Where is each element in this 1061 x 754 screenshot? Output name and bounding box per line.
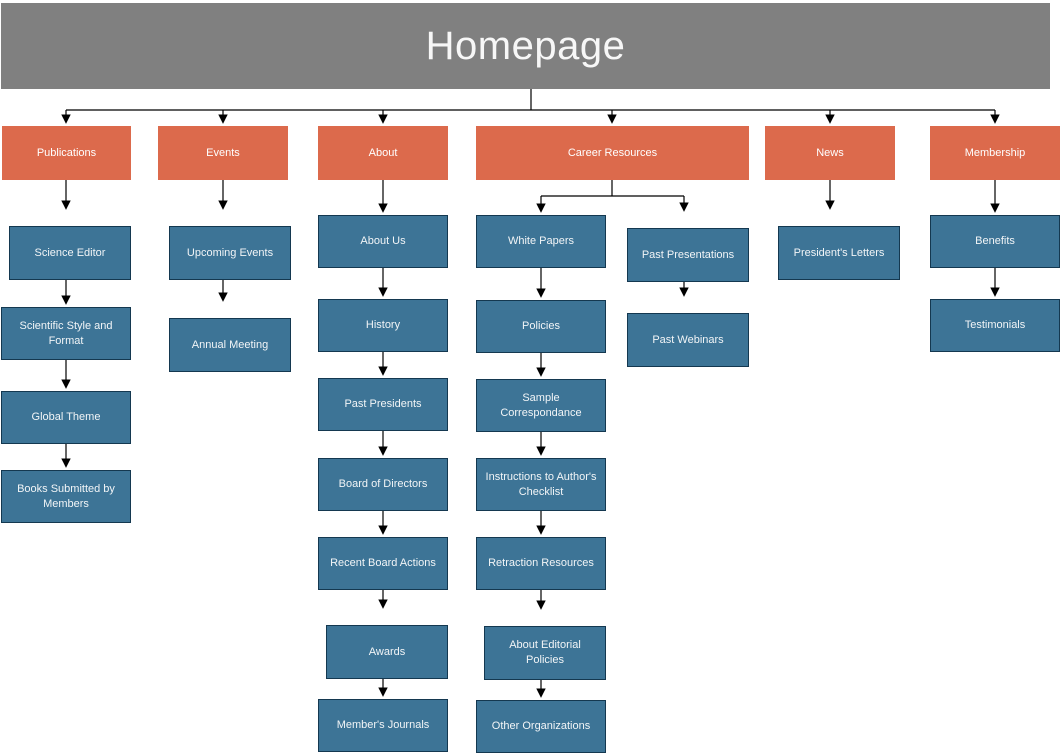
node-presidents-letters[interactable]: President's Letters	[770, 212, 900, 280]
node-label: White Papers	[507, 235, 575, 248]
node-label: Awards	[368, 645, 406, 658]
node-past-webinars[interactable]: Past Webinars	[619, 299, 749, 367]
branch-node-news[interactable]: News	[765, 126, 895, 180]
node-label: Past Presentations	[641, 248, 735, 261]
node-label: Recent Board Actions	[330, 557, 436, 570]
branch-label: Career Resources	[567, 147, 658, 159]
branch-label: Membership	[964, 147, 1026, 159]
node-awards[interactable]: Awards	[318, 611, 448, 679]
node-label: Global Theme	[31, 411, 101, 424]
node-sample-correspondance[interactable]: Sample Correspondance	[476, 379, 606, 432]
node-label: About Us	[360, 235, 406, 248]
branch-label: News	[816, 147, 844, 159]
node-label: Retraction Resources	[488, 557, 594, 570]
branch-node-membership[interactable]: Membership	[930, 126, 1060, 180]
branch-label: Events	[206, 147, 240, 159]
node-instructions-to-authors-checklist[interactable]: Instructions to Author's Checklist	[476, 458, 606, 511]
node-global-theme[interactable]: Global Theme	[1, 391, 131, 444]
node-members-journals[interactable]: Member's Journals	[318, 699, 448, 752]
node-label: Past Presidents	[344, 398, 422, 411]
node-other-organizations[interactable]: Other Organizations	[476, 700, 606, 753]
node-label: About Editorial Policies	[509, 639, 581, 666]
node-label: Science Editor	[34, 246, 106, 259]
node-label: Testimonials	[964, 319, 1026, 332]
node-label: Other Organizations	[491, 720, 591, 733]
root-node-label: Homepage	[425, 23, 626, 68]
root-node-homepage[interactable]: Homepage	[1, 3, 1050, 89]
node-white-papers[interactable]: White Papers	[476, 215, 606, 268]
branch-node-events[interactable]: Events	[158, 126, 288, 180]
node-label: Policies	[522, 320, 560, 333]
node-scientific-style-and-format[interactable]: Scientific Style and Format	[1, 307, 131, 360]
node-history[interactable]: History	[318, 299, 448, 352]
node-benefits[interactable]: Benefits	[930, 215, 1060, 268]
branch-node-about[interactable]: About	[318, 126, 448, 180]
node-label: Sample Correspondance	[500, 391, 582, 419]
node-recent-board-actions[interactable]: Recent Board Actions	[318, 537, 448, 590]
node-about-editorial-policies[interactable]: About Editorial Policies	[476, 612, 606, 680]
node-label: Member's Journals	[336, 719, 430, 732]
node-label: President's Letters	[793, 246, 885, 259]
node-books-submitted-by-members[interactable]: Books Submitted by Members	[1, 470, 131, 523]
branch-node-career-resources[interactable]: Career Resources	[476, 126, 749, 180]
node-label: Instructions to Author's Checklist	[485, 470, 597, 498]
branch-label: Publications	[36, 147, 97, 159]
node-label: History	[365, 319, 401, 332]
node-past-presentations[interactable]: Past Presentations	[619, 214, 749, 282]
node-label: Upcoming Events	[186, 246, 274, 259]
node-policies[interactable]: Policies	[476, 300, 606, 353]
node-label: Annual Meeting	[191, 338, 269, 351]
node-annual-meeting[interactable]: Annual Meeting	[161, 304, 291, 372]
node-past-presidents[interactable]: Past Presidents	[318, 378, 448, 431]
node-label: Books Submitted by Members	[17, 482, 115, 510]
node-about-us[interactable]: About Us	[318, 215, 448, 268]
node-retraction-resources[interactable]: Retraction Resources	[476, 537, 606, 590]
node-testimonials[interactable]: Testimonials	[930, 299, 1060, 352]
branch-label: About	[368, 147, 398, 159]
node-label: Scientific Style and Format	[19, 319, 113, 347]
node-label: Benefits	[975, 235, 1015, 248]
node-science-editor[interactable]: Science Editor	[1, 212, 131, 280]
node-label: Past Webinars	[652, 333, 724, 346]
node-board-of-directors[interactable]: Board of Directors	[318, 458, 448, 511]
branch-node-publications[interactable]: Publications	[2, 126, 131, 180]
node-upcoming-events[interactable]: Upcoming Events	[161, 212, 291, 280]
node-label: Board of Directors	[338, 478, 428, 491]
